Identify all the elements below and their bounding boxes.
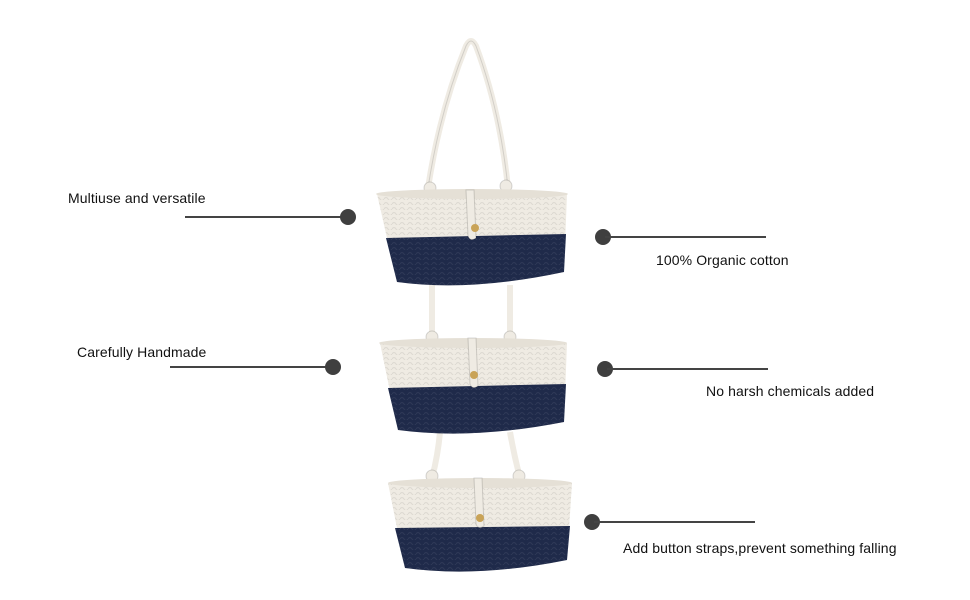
basket-top <box>376 189 568 286</box>
callout-dot-button-straps <box>584 514 600 530</box>
callout-dot-multiuse <box>340 209 356 225</box>
basket-middle <box>379 337 567 434</box>
callout-line-handmade <box>170 366 330 368</box>
callout-line-organic-cotton <box>605 236 766 238</box>
basket-bottom <box>388 477 572 572</box>
callout-text-organic-cotton: 100% Organic cotton <box>656 252 789 268</box>
callout-dot-no-chemicals <box>597 361 613 377</box>
callout-dot-handmade <box>325 359 341 375</box>
callout-text-no-chemicals: No harsh chemicals added <box>706 383 875 399</box>
callout-text-handmade: Carefully Handmade <box>77 344 207 360</box>
callout-dot-organic-cotton <box>595 229 611 245</box>
callout-text-button-straps: Add button straps,prevent something fall… <box>623 540 897 556</box>
callout-line-multiuse <box>185 216 342 218</box>
callout-line-button-straps <box>594 521 755 523</box>
callout-text-multiuse: Multiuse and versatile <box>68 190 206 206</box>
hanging-rope-loop <box>425 38 511 191</box>
callout-line-no-chemicals <box>607 368 768 370</box>
